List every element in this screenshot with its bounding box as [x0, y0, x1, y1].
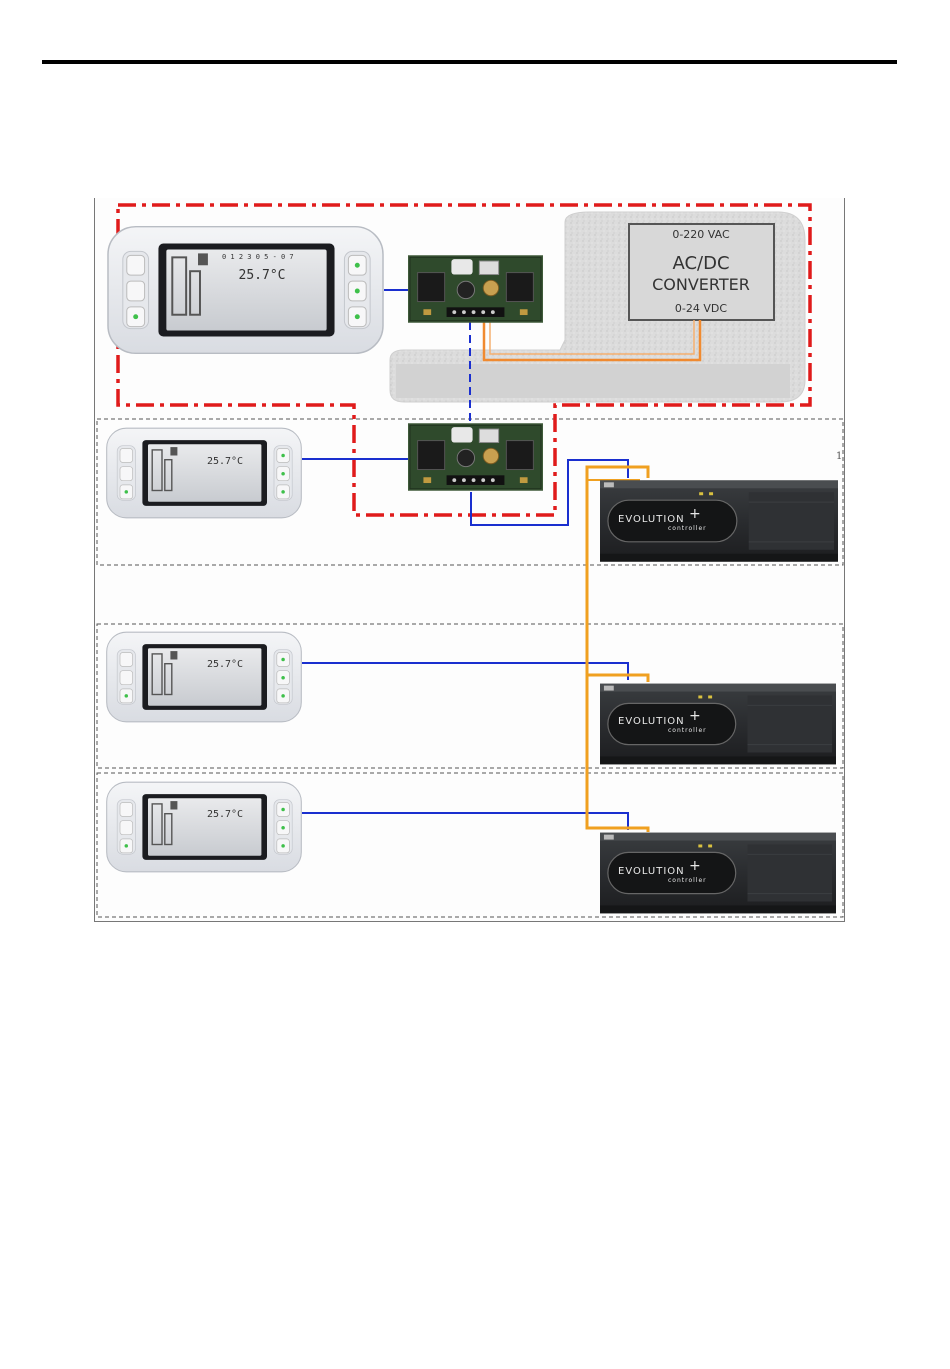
terminal-main — [108, 227, 383, 354]
controller-1-sub: controller — [668, 525, 707, 532]
terminal-2 — [107, 632, 302, 722]
terminal-1-temperature: 25.7°C — [207, 456, 243, 467]
controller-3-brand: EVOLUTION — [618, 866, 685, 877]
power-bus-tap-2 — [587, 675, 648, 682]
terminal-2-temperature: 25.7°C — [207, 659, 243, 670]
converter-zone-bar — [396, 364, 790, 398]
main-terminal-temperature: 25.7°C — [239, 268, 286, 283]
converter-title-1: AC/DC — [672, 253, 729, 274]
terminal-3-temperature: 25.7°C — [207, 809, 243, 820]
controller-2-plus: + — [689, 708, 702, 724]
serial-line-3 — [302, 813, 628, 830]
controller-3-sub: controller — [668, 877, 707, 884]
interface-board-top — [408, 255, 543, 323]
terminal-1 — [107, 428, 302, 518]
controller-1-brand: EVOLUTION — [618, 514, 685, 525]
frame-marker: 1 — [836, 451, 842, 462]
converter-title-2: CONVERTER — [652, 275, 750, 294]
terminal-3 — [107, 782, 302, 872]
converter-input-label: 0-220 VAC — [672, 228, 730, 241]
controller-3-plus: + — [689, 858, 702, 874]
serial-line-2 — [302, 663, 628, 680]
controller-1-plus: + — [689, 506, 702, 522]
controller-2-sub: controller — [668, 727, 707, 734]
converter-output-label: 0-24 VDC — [675, 302, 727, 315]
main-terminal-clock: 0 1 2 3 0 5 - 0 7 — [222, 253, 294, 261]
controller-2-brand: EVOLUTION — [618, 716, 685, 727]
interface-board-bottom — [408, 423, 543, 491]
